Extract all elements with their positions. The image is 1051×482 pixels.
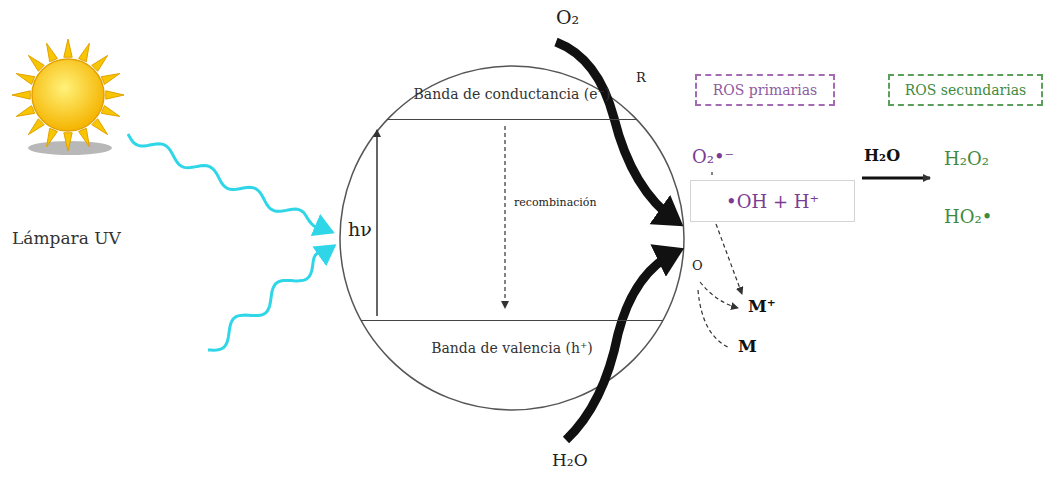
uv-wave [208,246,334,350]
recombination-arrow [504,126,505,308]
reaction-arrow [862,177,930,180]
conduction-band: Banda de conductancia (e⁻) [387,86,637,120]
process-label: O [692,258,703,273]
sun-ray [92,55,108,71]
reactant-label: O₂ [556,6,579,28]
sun-ray [106,91,124,99]
ros-group-box: ROS primarias [695,74,835,106]
uv-wave [128,134,332,232]
dashed-arrow [716,224,742,294]
node-text: Banda de valencia (h⁺) [431,340,593,356]
species-label: H₂O₂ [944,148,989,169]
species-label: M⁺ [748,296,776,316]
dashed-line [698,290,730,348]
excitation-arrow [376,130,378,316]
sun-ray [64,39,72,57]
node-text: ROS primarias [713,82,818,98]
sun-ray [16,74,34,85]
sun-ray [47,43,58,61]
ros-group-box: ROS secundarias [888,74,1043,106]
process-label: R [636,70,646,85]
node-text: •OH + H⁺ [726,191,819,212]
reduction-arrow [556,42,676,221]
dashed-line [711,172,712,178]
sun-ray [101,106,119,117]
node-text: Banda de conductancia (e⁻) [414,86,611,102]
particle-circle: hν recombinación Banda de conductancia (e⁻… [340,66,684,410]
species-label: O₂•⁻ [692,146,734,167]
node-text: ROS secundarias [905,82,1026,98]
sun-ray [79,43,90,61]
valence-band: Banda de valencia (h⁺) [361,320,663,356]
species-label: HO₂• [944,206,992,227]
species-box: •OH + H⁺ [690,180,855,222]
photon-energy: hν [348,218,372,240]
species-label: M [738,336,757,356]
process-label: recombinación [514,196,597,209]
sun-ray [47,128,58,146]
lamp-label: Lámpara UV [12,228,121,248]
dashed-arrow [700,282,738,308]
reactant-label: H₂O [552,450,588,470]
sun-ray [101,74,119,85]
sun-ray [16,106,34,117]
sun-ray [79,128,90,146]
sun [32,59,104,131]
reactant-label: H₂O [864,146,900,165]
sun-ray [64,133,72,151]
sun-rays [12,39,124,151]
sun-ray [12,91,30,99]
sun-ray [28,119,44,135]
particle-circle [340,66,684,410]
sun-ray [92,119,108,135]
sun-ray [28,55,44,71]
